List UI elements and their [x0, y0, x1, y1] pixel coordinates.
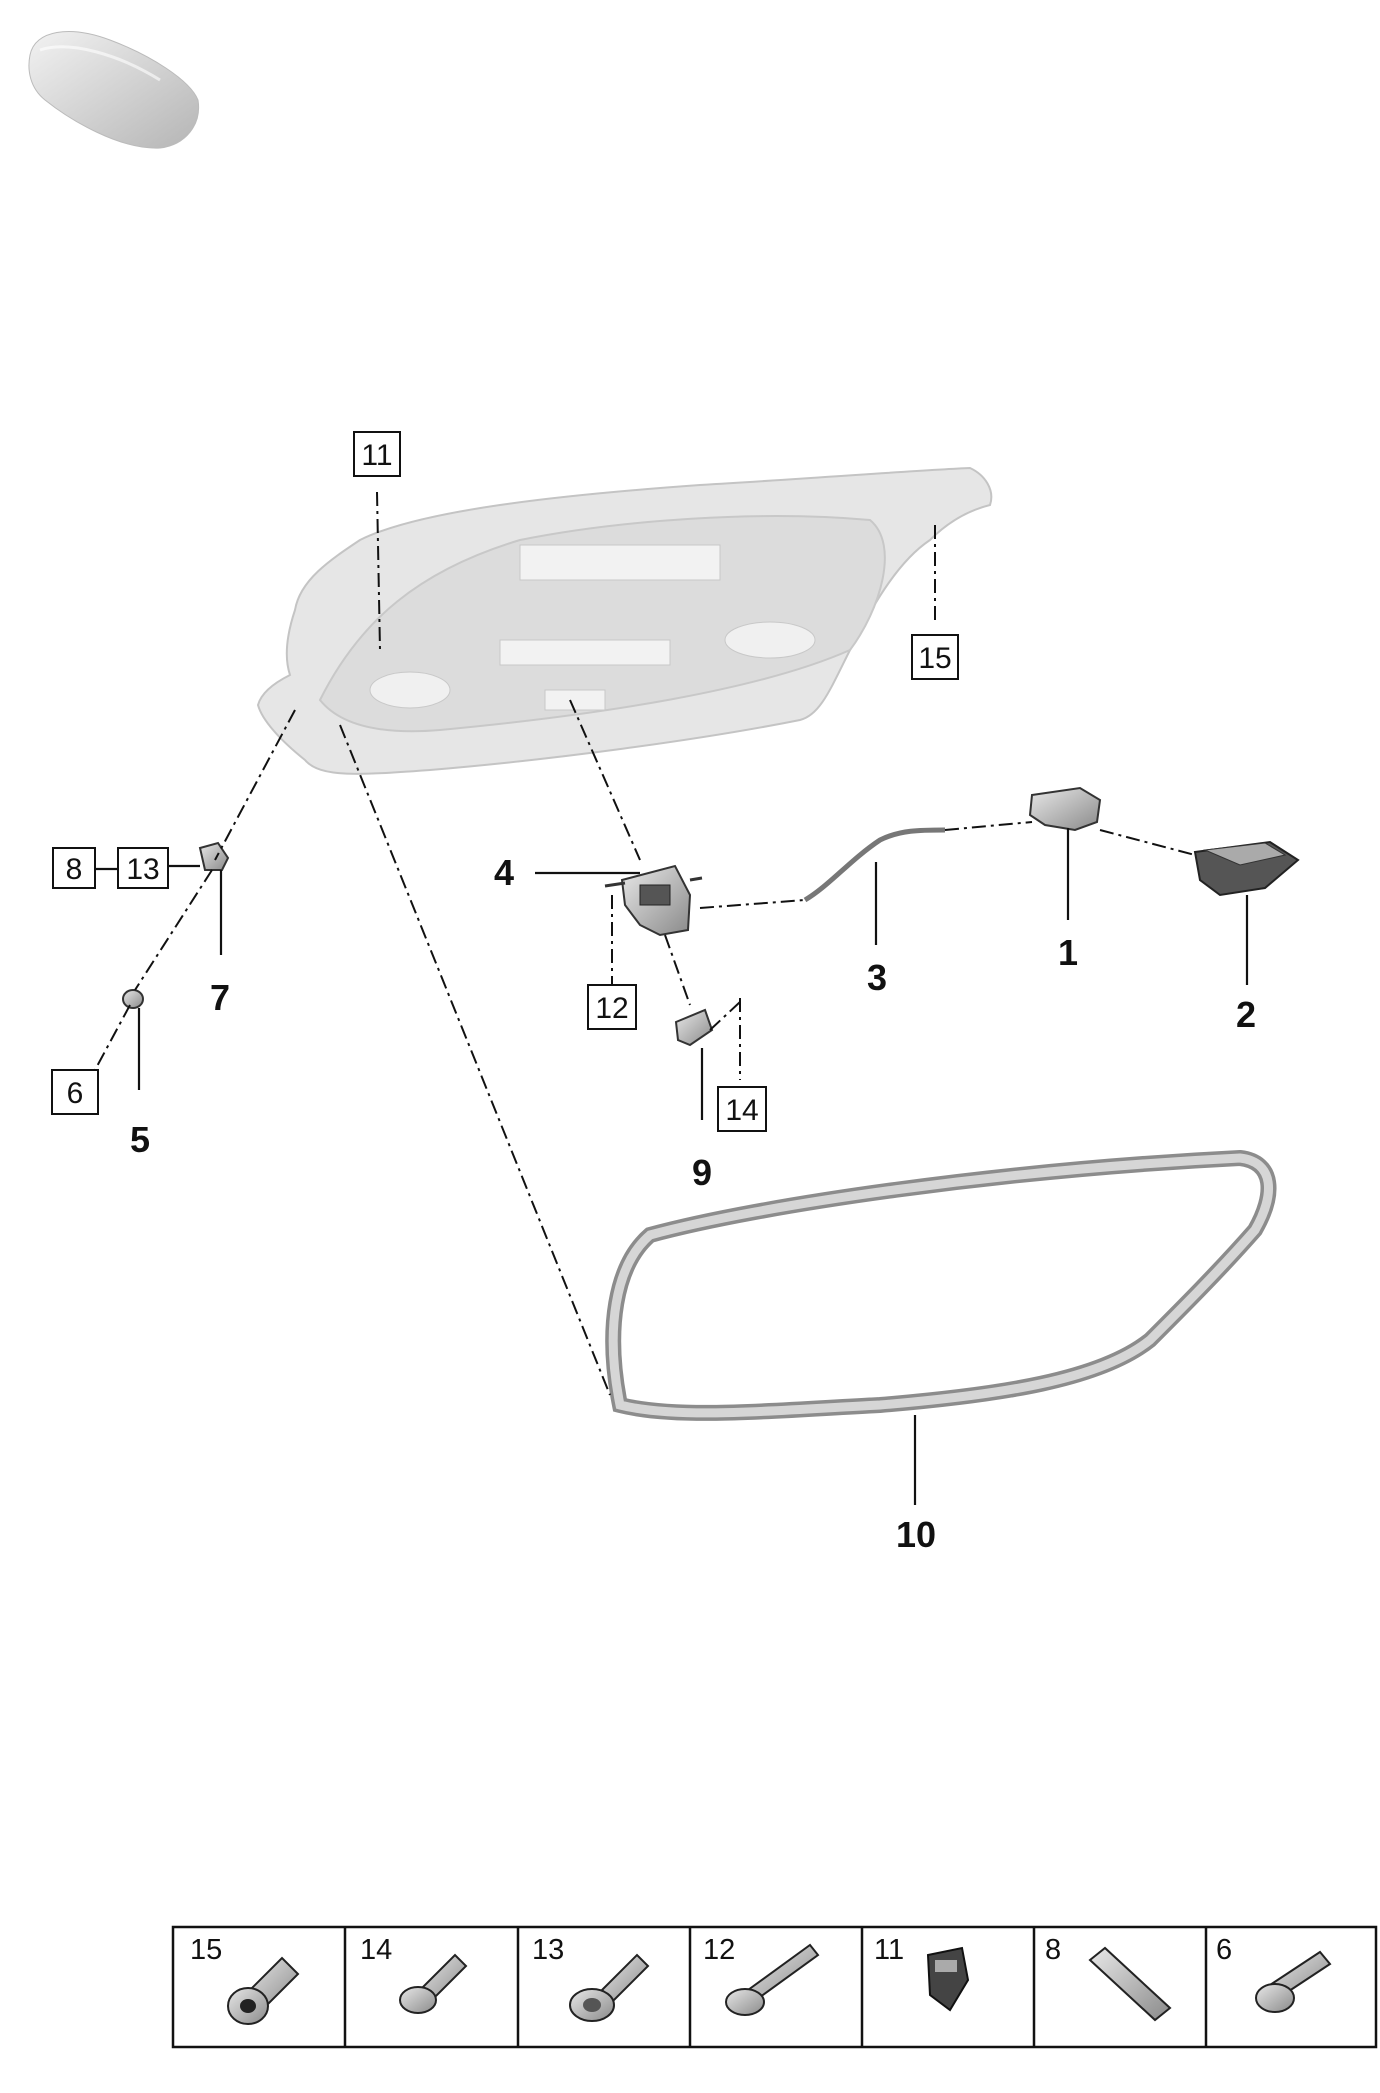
part-1-actuator [1028, 786, 1102, 832]
stud-bolt-icon [725, 1943, 820, 2016]
callout-2: 2 [1236, 994, 1256, 1035]
table-cell-14-num: 14 [360, 1934, 392, 1966]
callout-12: 13 [126, 853, 159, 886]
part-5-buffer [122, 989, 144, 1009]
assembly-lines [94, 491, 1196, 1396]
callout-3: 3 [867, 957, 887, 998]
callout-6: 6 [67, 1077, 84, 1110]
boxed-callouts: 8 13 6 11 15 12 14 [51, 431, 959, 1132]
rivet-nut-icon [227, 1956, 300, 2025]
clip-nut-icon [926, 1946, 970, 2012]
part-7-grommet [198, 841, 230, 871]
part-9-striker [674, 1008, 714, 1047]
vehicle-thumbnail-icon [28, 31, 200, 149]
screw-icon [1255, 1950, 1332, 2013]
callout-15: 15 [918, 642, 951, 675]
callout-9: 9 [692, 1152, 712, 1193]
flange-bolt-icon [569, 1953, 650, 2022]
callout-10: 10 [896, 1514, 936, 1555]
callout-7: 7 [210, 977, 230, 1018]
trunk-lid [256, 466, 993, 775]
part-3-cable [803, 827, 946, 903]
table-cell-6-num: 6 [1216, 1934, 1232, 1966]
callout-11: 11 [361, 439, 392, 472]
part-10-seal [605, 1149, 1277, 1421]
callout-5: 5 [130, 1119, 150, 1160]
callout-4: 4 [494, 852, 514, 893]
callout-13: 12 [595, 992, 628, 1025]
table-cell-11-num: 11 [874, 1934, 904, 1966]
callout-14: 14 [725, 1094, 758, 1127]
part-4-lock [604, 864, 703, 937]
fastener-table: 15 14 13 12 11 8 6 [171, 1925, 1378, 2049]
bolt-icon [399, 1953, 468, 2014]
bold-callouts: 1 2 3 4 5 7 9 10 [130, 852, 1256, 1555]
table-cell-12-num: 12 [703, 1934, 735, 1966]
table-cell-13-num: 13 [532, 1934, 564, 1966]
cap-icon [1088, 1946, 1172, 2022]
table-cell-8-num: 8 [1045, 1934, 1061, 1966]
table-cell-15-num: 15 [190, 1934, 222, 1966]
callout-1: 1 [1058, 932, 1078, 973]
part-2-handle [1193, 840, 1300, 897]
callout-8: 8 [66, 853, 83, 886]
leader-lines [95, 828, 1249, 1505]
